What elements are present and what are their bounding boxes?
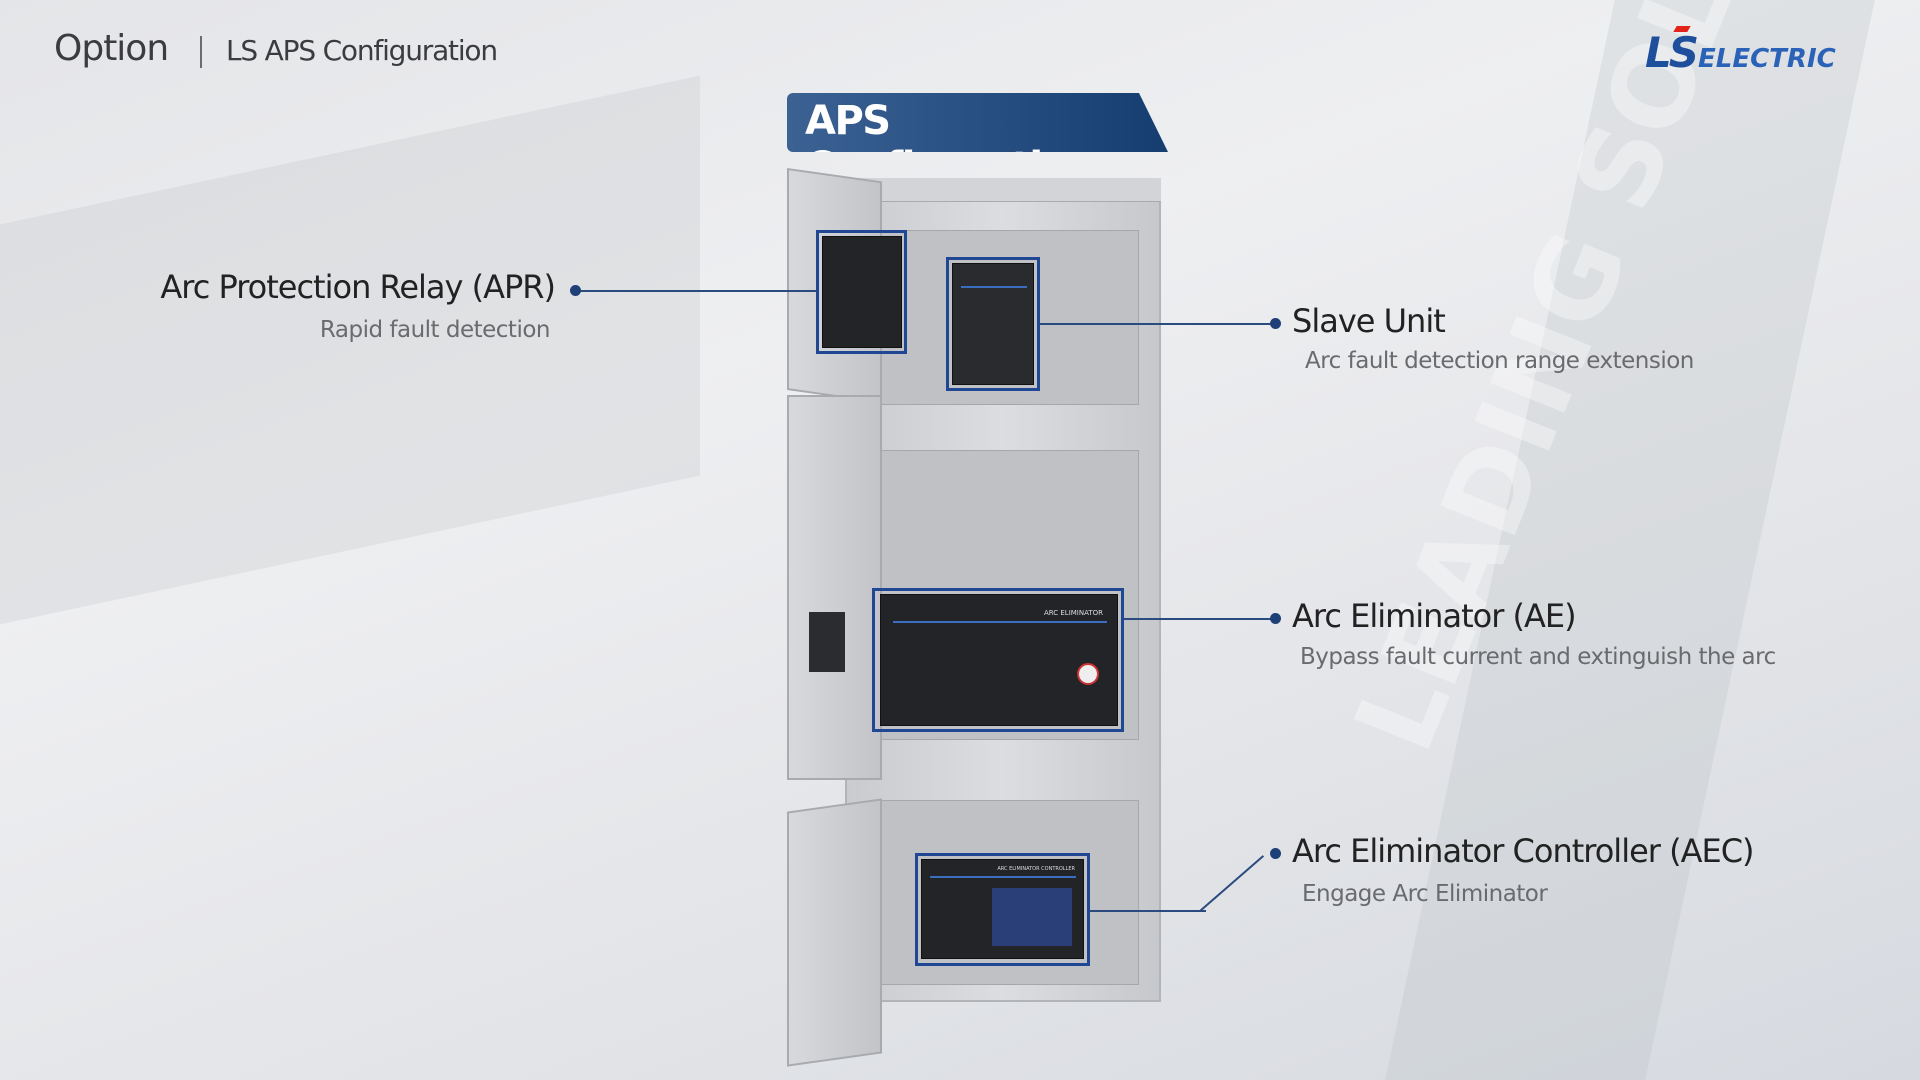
slave-unit-device: [952, 263, 1034, 385]
cabinet-top: [845, 178, 1161, 202]
aec-highlight: [915, 853, 1090, 966]
aec-panel: [992, 888, 1072, 946]
ls-electric-logo: LS ELECTRIC: [1645, 26, 1836, 77]
ae-title: Arc Eliminator (AE): [1292, 597, 1577, 635]
ae-desc: Bypass fault current and extinguish the …: [1300, 644, 1776, 670]
aec-callout-line: [1090, 910, 1206, 912]
title-banner: APS Configuration: [787, 93, 1168, 152]
arc-eliminator-controller-device: ARC ELIMINATOR CONTROLLER: [921, 859, 1084, 959]
indicator-icon: [1077, 663, 1099, 685]
ae-device-label: ARC ELIMINATOR: [1043, 609, 1103, 617]
aec-callout-dot: [1270, 848, 1281, 859]
aec-device-label: ARC ELIMINATOR CONTROLLER: [997, 866, 1075, 872]
slave-callout-dot: [1270, 318, 1281, 329]
logo-electric: ELECTRIC: [1698, 44, 1836, 74]
middle-door: [787, 395, 882, 780]
device-stripe: [961, 286, 1027, 288]
aec-desc: Engage Arc Eliminator: [1302, 881, 1548, 907]
lower-door: [787, 798, 882, 1067]
slave-unit-highlight: [946, 257, 1040, 391]
banner-title: APS Configuration: [805, 98, 1096, 190]
aec-title: Arc Eliminator Controller (AEC): [1292, 832, 1755, 870]
ae-callout-dot: [1270, 613, 1281, 624]
ae-highlight: [872, 588, 1124, 732]
page-subtitle: LS APS Configuration: [226, 34, 498, 67]
header-divider: [200, 36, 202, 68]
device-stripe: [893, 621, 1107, 623]
device-stripe: [930, 876, 1076, 878]
apr-callout-dot: [570, 285, 581, 296]
aec-callout-line-diagonal: [1199, 855, 1265, 912]
slave-desc: Arc fault detection range extension: [1305, 348, 1694, 374]
logo-ls: LS: [1645, 28, 1699, 77]
apr-desc: Rapid fault detection: [319, 317, 551, 343]
apr-callout-line: [575, 290, 816, 292]
slave-title: Slave Unit: [1292, 302, 1446, 340]
section-title: Option: [54, 28, 169, 69]
ae-callout-line: [1124, 618, 1275, 620]
slave-callout-line: [1040, 323, 1275, 325]
apr-highlight: [816, 230, 907, 354]
apr-title: Arc Protection Relay (APR): [160, 268, 556, 306]
door-display: [809, 612, 845, 672]
apr-device: [822, 236, 902, 348]
arc-eliminator-device: ARC ELIMINATOR: [880, 594, 1118, 726]
background-shape: [0, 75, 700, 625]
